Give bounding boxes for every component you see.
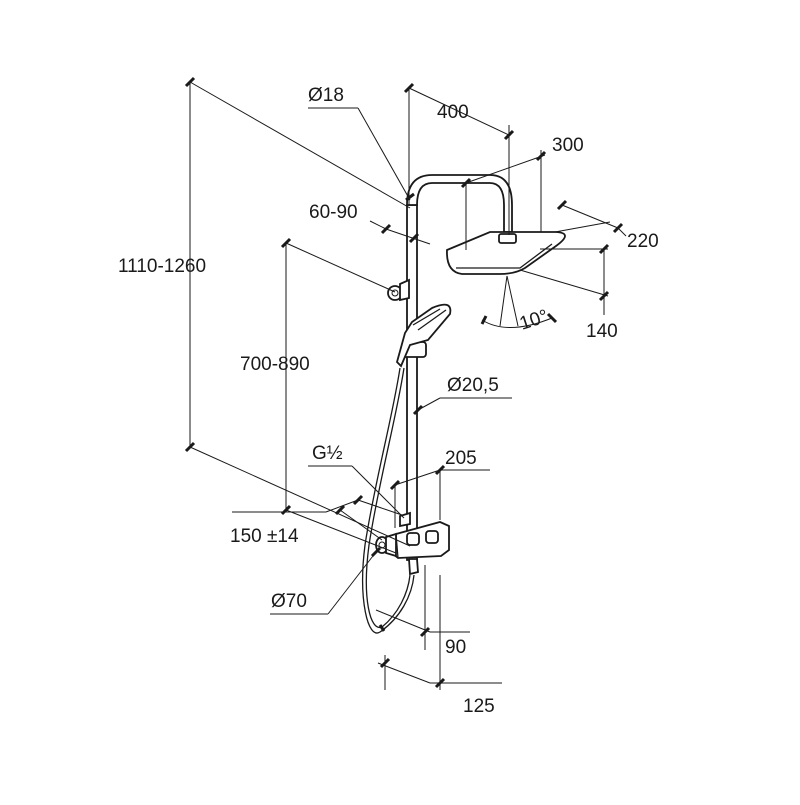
riser-pipe xyxy=(406,204,418,561)
hand-shower xyxy=(395,303,452,368)
rain-shower-head xyxy=(446,231,566,275)
label-length-400: 400 xyxy=(437,102,469,123)
label-diameter-70: Ø70 xyxy=(271,591,307,612)
shower-head-edge xyxy=(456,243,553,269)
label-height-140: 140 xyxy=(586,321,618,342)
label-thread-g-half: G½ xyxy=(312,443,343,464)
flow-knob xyxy=(425,530,439,544)
label-spacing-60-90: 60-90 xyxy=(309,202,358,223)
thermostat-mixer xyxy=(391,521,450,559)
label-height-1110-1260: 1110-1260 xyxy=(118,256,206,277)
label-depth-220: 220 xyxy=(627,231,659,252)
label-diameter-20-5: Ø20,5 xyxy=(447,375,499,396)
temperature-knob xyxy=(406,532,420,546)
label-diameter-18: Ø18 xyxy=(308,85,344,106)
label-width-300: 300 xyxy=(552,135,584,156)
label-length-205: 205 xyxy=(445,448,477,469)
label-height-700-890: 700-890 xyxy=(240,354,310,375)
dimension-lines xyxy=(184,76,627,690)
label-depth-125: 125 xyxy=(463,696,495,717)
label-angle-10: 10° xyxy=(517,306,551,335)
hose-outlet xyxy=(408,558,419,576)
label-centers-150: 150 ±14 xyxy=(230,526,299,547)
shower-arm xyxy=(406,174,513,233)
dimension-labels: Ø18 400 300 60-90 220 1110-1260 10° 140 … xyxy=(118,85,659,717)
label-depth-90: 90 xyxy=(445,637,466,658)
shower-system xyxy=(362,174,566,634)
shower-hose xyxy=(362,367,415,634)
shower-head-connector xyxy=(498,233,517,244)
